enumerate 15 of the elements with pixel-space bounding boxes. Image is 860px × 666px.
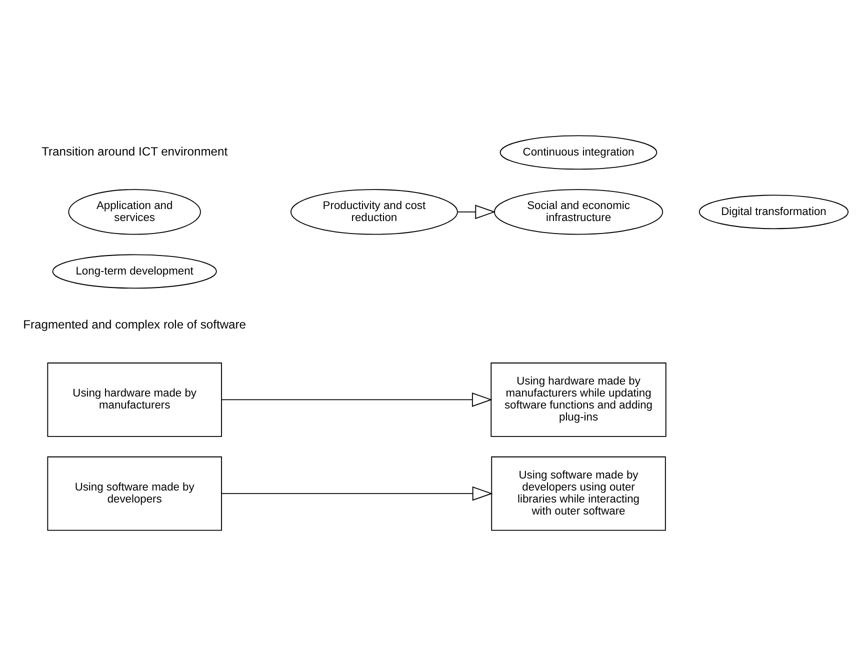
node-box: Using software made by developers bbox=[47, 456, 222, 531]
node-ellipse: Digital transformation bbox=[698, 194, 849, 230]
arrow bbox=[221, 486, 493, 501]
node-ellipse: Productivity and cost reduction bbox=[290, 189, 458, 235]
label: Transition around ICT environment bbox=[42, 144, 228, 159]
node-ellipse: Social and economic infrastructure bbox=[494, 189, 664, 235]
label: Fragmented and complex role of software bbox=[23, 317, 246, 332]
node-ellipse: Continuous integration bbox=[500, 135, 658, 170]
node-ellipse: Long-term development bbox=[52, 254, 217, 289]
arrow bbox=[457, 204, 496, 220]
node-box: Using software made by developers using outer libraries while interacting with outer software bbox=[491, 456, 666, 531]
node-ellipse: Application and services bbox=[68, 189, 201, 235]
arrow bbox=[221, 392, 492, 407]
node-box: Using hardware made by manufacturers bbox=[47, 362, 222, 437]
node-box: Using hardware made by manufacturers while updating software functions and adding plug-ins bbox=[490, 362, 666, 437]
